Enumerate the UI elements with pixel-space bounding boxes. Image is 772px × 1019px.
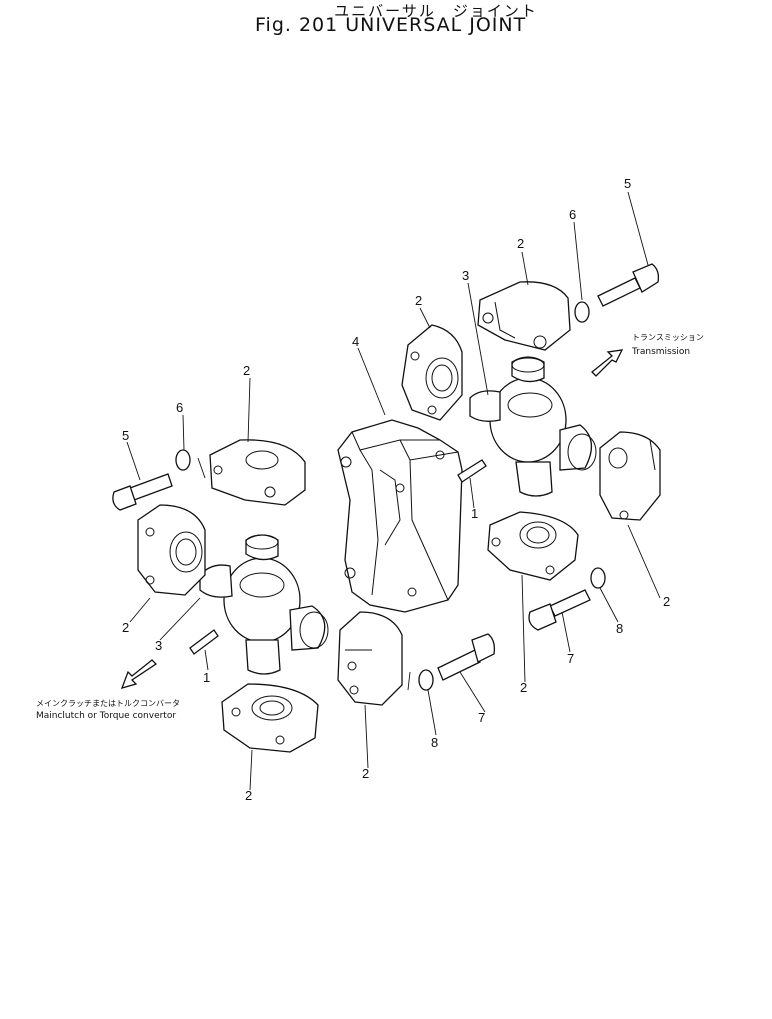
mainclutch-label-en: Mainclutch or Torque convertor bbox=[36, 711, 176, 721]
callout-6: 6 bbox=[176, 400, 183, 415]
bearing-cap-part-2-upper-left bbox=[209, 439, 306, 506]
callout-2: 2 bbox=[243, 363, 250, 378]
washer-part-6-left bbox=[175, 449, 191, 471]
callout-2: 2 bbox=[663, 594, 670, 609]
callout-7: 7 bbox=[567, 651, 574, 666]
callout-labels: 5 6 2 3 2 4 2 6 5 1 2 3 1 2 8 7 2 7 8 2 … bbox=[122, 176, 670, 803]
bolt-part-7-lower bbox=[437, 633, 496, 681]
bearing-cap-part-2-left bbox=[137, 504, 206, 596]
callout-2: 2 bbox=[122, 620, 129, 635]
callout-2: 2 bbox=[362, 766, 369, 781]
washer-part-8-right bbox=[590, 567, 606, 589]
title-english: Fig. 201 UNIVERSAL JOINT bbox=[255, 14, 527, 36]
bearing-cap-part-2-upper-center bbox=[401, 324, 463, 421]
callout-5: 5 bbox=[624, 176, 631, 191]
arrow-to-mainclutch-icon bbox=[120, 659, 158, 689]
bearing-cap-part-2-right bbox=[599, 431, 661, 521]
arrow-to-transmission-icon bbox=[591, 349, 624, 377]
callout-8: 8 bbox=[431, 735, 438, 750]
callout-2: 2 bbox=[415, 293, 422, 308]
mainclutch-label-jp: メインクラッチまたはトルクコンバータ bbox=[36, 699, 180, 708]
washer-part-8-lower bbox=[418, 669, 434, 691]
callout-3: 3 bbox=[155, 638, 162, 653]
washer-part-6-right bbox=[574, 301, 590, 323]
spider-cross-part-3-lower bbox=[199, 534, 329, 675]
callout-2: 2 bbox=[245, 788, 252, 803]
bearing-cap-part-2-lower-center bbox=[337, 611, 403, 706]
callout-1: 1 bbox=[471, 506, 478, 521]
bearing-cap-part-2-lower-center-right bbox=[487, 511, 579, 581]
bearing-cap-part-2-bottom-left bbox=[221, 683, 319, 753]
bolt-part-7-right bbox=[528, 589, 591, 631]
transmission-label-jp: トランスミッション bbox=[632, 333, 704, 342]
grease-fitting-part-1-upper bbox=[457, 459, 487, 483]
bearing-cap-part-2-top-right bbox=[477, 281, 571, 351]
callout-7: 7 bbox=[478, 710, 485, 725]
yoke-housing-part-4 bbox=[337, 419, 463, 613]
bolt-part-5-right bbox=[597, 263, 660, 307]
callout-8: 8 bbox=[616, 621, 623, 636]
transmission-label-en: Transmission bbox=[631, 347, 690, 357]
callout-2: 2 bbox=[520, 680, 527, 695]
callout-6: 6 bbox=[569, 207, 576, 222]
leader-lines bbox=[126, 191, 661, 791]
title-japanese: ユニバーサル ジョイント bbox=[334, 2, 538, 20]
callout-5: 5 bbox=[122, 428, 129, 443]
callout-1: 1 bbox=[203, 670, 210, 685]
callout-3: 3 bbox=[462, 268, 469, 283]
bolt-part-5-left bbox=[112, 473, 173, 511]
callout-4: 4 bbox=[352, 334, 359, 349]
callout-2: 2 bbox=[517, 236, 524, 251]
spider-cross-part-3-upper bbox=[469, 356, 597, 497]
grease-fitting-part-1-lower bbox=[189, 629, 219, 655]
